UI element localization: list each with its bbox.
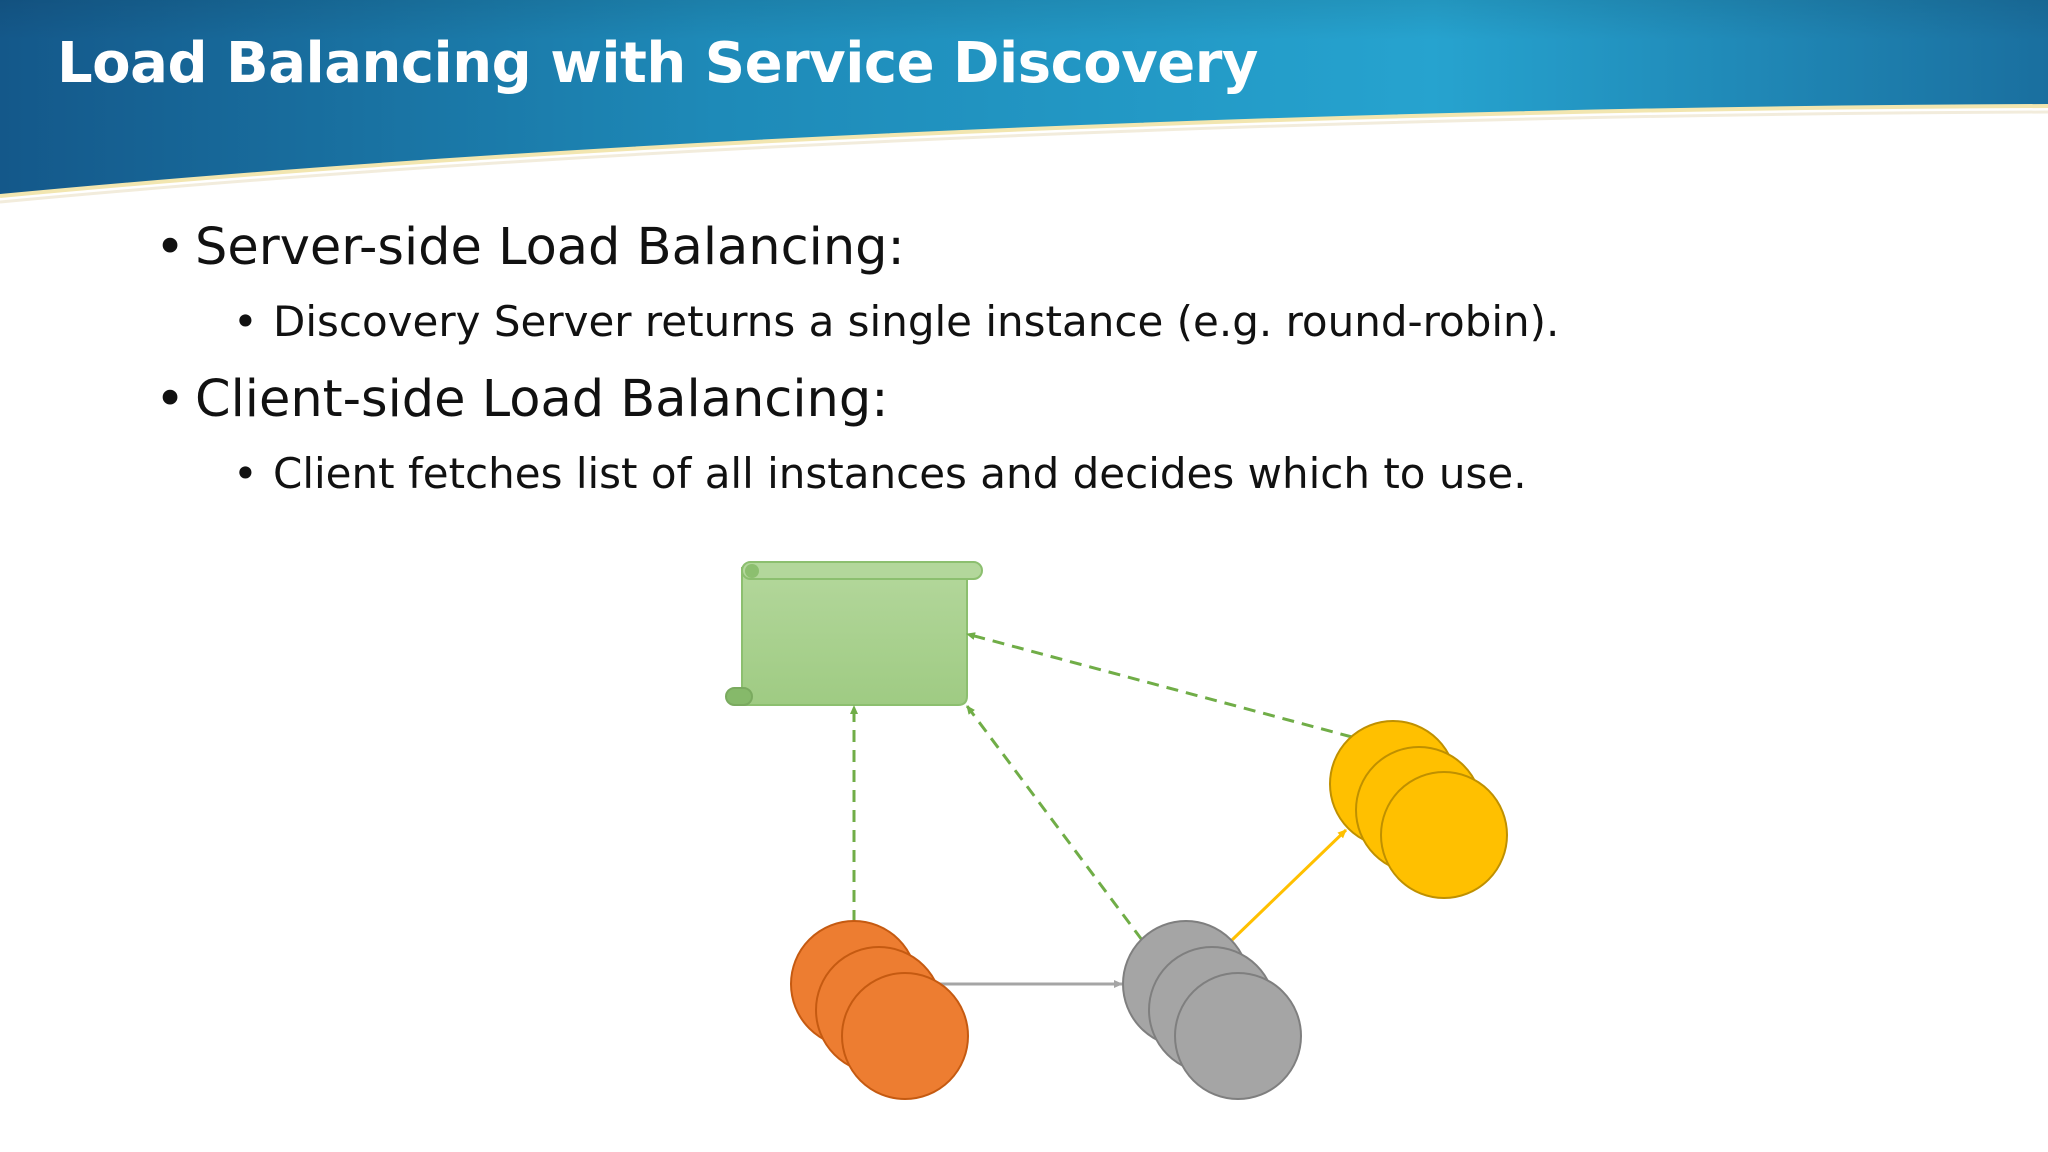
client-service-orange (790, 920, 969, 1100)
scroll-body (741, 567, 968, 706)
instance-circle (841, 972, 969, 1100)
bullet-dot: • (233, 449, 258, 498)
bullet-text: Discovery Server returns a single instan… (273, 297, 1560, 346)
scroll-bottom-roll (725, 687, 753, 706)
scroll-top-roll (741, 561, 983, 580)
bullet-text: Client-side Load Balancing: (195, 370, 889, 429)
header-band (0, 0, 2048, 196)
scroll-top-curl (745, 564, 759, 578)
header-accent-shadow (0, 110, 2048, 204)
bullet-text: Server-side Load Balancing: (195, 218, 905, 277)
service-gray (1122, 920, 1302, 1100)
instance-circle (1380, 771, 1508, 899)
slide-title: Load Balancing with Service Discovery (57, 31, 1258, 96)
bullet-dot: • (233, 297, 258, 346)
header-shade (0, 0, 2048, 40)
service-yellow (1329, 720, 1508, 899)
header-accent-line (0, 104, 2048, 198)
discovery-server-scroll (725, 561, 983, 706)
connector-gray-to-discovery (965, 705, 1144, 941)
bullet-dot: • (155, 370, 186, 429)
bullet-dot: • (155, 218, 186, 277)
connector-gray-to-yellow (1230, 828, 1348, 942)
instance-circle (1174, 972, 1302, 1100)
header-banner (0, 0, 2048, 204)
connector-yellow-to-discovery (966, 632, 1353, 739)
bullet-text: Client fetches list of all instances and… (273, 449, 1527, 498)
